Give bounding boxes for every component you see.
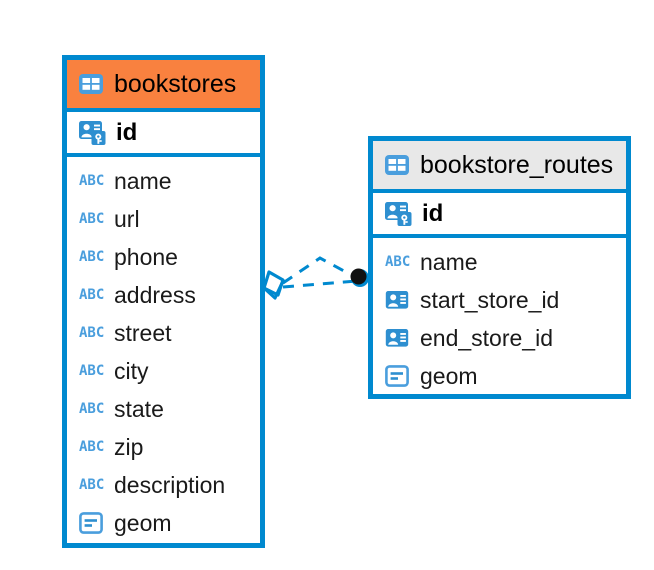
primary-key-label: id (116, 118, 138, 146)
entity-title: bookstores (114, 69, 237, 98)
primary-key-icon (78, 119, 108, 147)
field-label: description (114, 471, 226, 498)
primary-key-icon (384, 200, 414, 228)
field-row-start-store-id[interactable]: start_store_id (373, 281, 626, 319)
text-type-icon: ABC (385, 254, 411, 270)
field-row-name[interactable]: ABC name (67, 162, 260, 200)
entity-table-bookstores[interactable]: bookstores id (62, 55, 265, 548)
entity-title: bookstore_routes (420, 150, 614, 179)
field-list-bookstores: ABC name ABC url ABC phone ABC address A… (67, 157, 260, 548)
entity-table-bookstore-routes[interactable]: bookstore_routes id (368, 136, 631, 399)
text-type-icon: ABC (79, 287, 105, 303)
table-icon (78, 73, 104, 95)
primary-key-row[interactable]: id (67, 108, 260, 157)
field-label: name (114, 167, 172, 194)
entity-header-bookstores[interactable]: bookstores (67, 60, 260, 108)
text-type-icon: ABC (79, 363, 105, 379)
field-row-zip[interactable]: ABC zip (67, 428, 260, 466)
geometry-type-icon (79, 512, 105, 534)
field-label: state (114, 395, 164, 422)
field-label: start_store_id (420, 286, 560, 313)
primary-key-label: id (422, 199, 444, 227)
text-type-icon: ABC (79, 439, 105, 455)
field-list-bookstore-routes: ABC name start_store_id (373, 238, 626, 401)
field-label: street (114, 319, 172, 346)
field-label: name (420, 248, 478, 275)
field-label: zip (114, 433, 144, 460)
field-label: address (114, 281, 196, 308)
field-row-description[interactable]: ABC description (67, 466, 260, 504)
field-row-url[interactable]: ABC url (67, 200, 260, 238)
field-row-geom[interactable]: geom (67, 504, 260, 542)
field-row-city[interactable]: ABC city (67, 352, 260, 390)
table-icon (384, 154, 410, 176)
field-label: url (114, 205, 140, 232)
field-row-phone[interactable]: ABC phone (67, 238, 260, 276)
field-label: geom (114, 509, 172, 536)
text-type-icon: ABC (79, 211, 105, 227)
text-type-icon: ABC (79, 401, 105, 417)
field-row-end-store-id[interactable]: end_store_id (373, 319, 626, 357)
foreign-key-icon (385, 328, 411, 348)
filled-circle-marker (350, 268, 369, 287)
relationship-line-lower (282, 279, 358, 289)
field-label: end_store_id (420, 324, 553, 351)
diamond-crowsfoot-marker (262, 270, 285, 300)
text-type-icon: ABC (79, 325, 105, 341)
entity-header-bookstore-routes[interactable]: bookstore_routes (373, 141, 626, 189)
field-label: geom (420, 362, 478, 389)
field-row-state[interactable]: ABC state (67, 390, 260, 428)
field-row-street[interactable]: ABC street (67, 314, 260, 352)
relationship-line-upper (282, 256, 358, 285)
field-row-geom[interactable]: geom (373, 357, 626, 395)
text-type-icon: ABC (79, 173, 105, 189)
primary-key-row[interactable]: id (373, 189, 626, 238)
field-label: city (114, 357, 149, 384)
text-type-icon: ABC (79, 249, 105, 265)
foreign-key-icon (385, 290, 411, 310)
text-type-icon: ABC (79, 477, 105, 493)
field-row-address[interactable]: ABC address (67, 276, 260, 314)
geometry-type-icon (385, 365, 411, 387)
field-label: phone (114, 243, 178, 270)
field-row-name[interactable]: ABC name (373, 243, 626, 281)
